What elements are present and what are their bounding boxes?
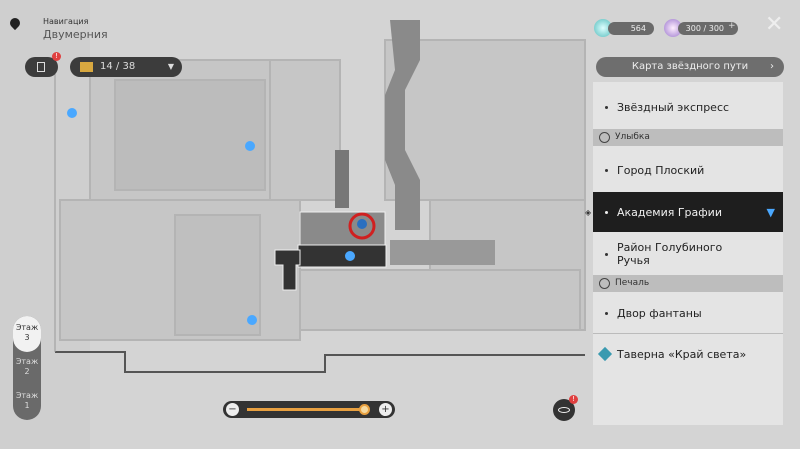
section-header: Улыбка [593, 129, 783, 146]
floor-label: Этаж [15, 391, 39, 400]
add-power-button[interactable]: + [728, 21, 736, 31]
zoom-out-button[interactable]: − [226, 403, 239, 416]
floor-label: 3 [24, 333, 30, 342]
selection-arrow-icon: ◈ [585, 208, 592, 217]
bullet-icon [605, 210, 608, 214]
item-label: Город Плоский [617, 163, 705, 177]
trailblaze-button[interactable]: ! [553, 395, 578, 421]
header-title: Навигация [43, 17, 89, 26]
item-label: Академия Графии [617, 205, 722, 219]
chevron-down-icon: ▼ [167, 62, 174, 71]
item-label: Таверна «Край света» [617, 347, 747, 361]
item-label: Район Голубиного Ручья [617, 241, 723, 267]
floor-label: 1 [24, 401, 30, 410]
map-pin-icon [7, 15, 23, 34]
teleport-diamond-icon [597, 346, 613, 362]
item-label: Двор фантаны [617, 307, 702, 320]
floor-label: 2 [24, 367, 30, 376]
star-map-button[interactable]: Карта звёздного пути › [596, 57, 784, 77]
location-list-panel: Звёздный экспресс Улыбка Город Плоский А… [593, 82, 783, 425]
close-icon[interactable]: ✕ [765, 12, 784, 37]
counter-text: 14 / 38 [100, 61, 136, 72]
zoom-track [247, 408, 365, 411]
list-item[interactable]: Таверна «Край света» [593, 336, 783, 372]
stellar-jade-value: 564 [608, 22, 654, 35]
list-item[interactable]: Звёздный экспресс [593, 86, 783, 128]
section-header: Печаль [593, 275, 783, 292]
bullet-icon [605, 105, 608, 109]
list-item[interactable]: Район Голубиного Ручья [593, 234, 783, 274]
bullet-icon [605, 168, 608, 172]
stellar-jade-icon [594, 19, 612, 37]
floor-label: Этаж [15, 357, 39, 366]
header-subtitle: Двумерния [43, 28, 108, 41]
item-label: Улыбка [615, 132, 650, 142]
trailblaze-power-icon [664, 19, 682, 37]
target-highlight-circle [348, 212, 376, 240]
chest-icon [80, 62, 93, 72]
item-label: Звёздный экспресс [617, 100, 730, 114]
bullet-icon [605, 312, 608, 315]
sad-mask-icon [599, 278, 610, 289]
smile-mask-icon [599, 132, 610, 143]
list-item-selected[interactable]: Академия Графии ▼ [593, 192, 783, 232]
collection-counter-dropdown[interactable]: 14 / 38 ▼ [70, 57, 182, 77]
bullet-icon [605, 252, 608, 256]
item-label: Печаль [615, 278, 650, 288]
zoom-in-button[interactable]: + [379, 403, 392, 416]
star-map-label: Карта звёздного пути [631, 61, 749, 72]
mission-button[interactable]: ! [25, 52, 61, 77]
clipboard-icon [37, 62, 45, 72]
planet-icon [558, 407, 570, 413]
current-location-icon: ▼ [766, 205, 775, 219]
floor-label: Этаж [15, 323, 39, 332]
list-item[interactable]: Двор фантаны [593, 294, 783, 334]
list-item[interactable]: Город Плоский [593, 148, 783, 192]
trailblaze-power-value: 300 / 300 [678, 22, 738, 35]
chevron-right-icon: › [770, 61, 774, 72]
alert-badge: ! [52, 52, 61, 61]
alert-badge: ! [569, 395, 578, 404]
zoom-handle[interactable] [359, 404, 370, 415]
zoom-slider[interactable]: − + [223, 401, 395, 418]
map-markers [67, 108, 367, 325]
